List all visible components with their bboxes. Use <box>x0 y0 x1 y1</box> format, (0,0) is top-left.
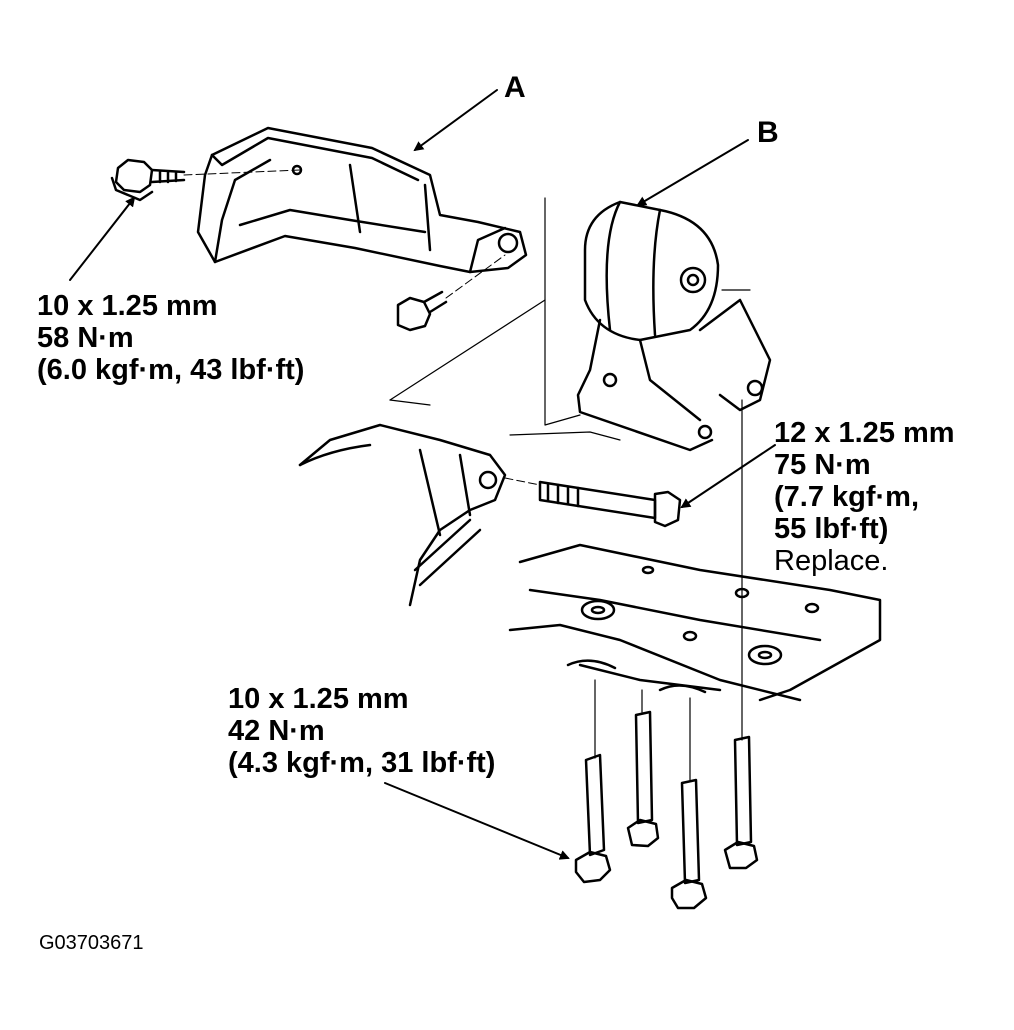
lower-bolts-spec: 10 x 1.25 mm 42 N·m (4.3 kgf·m, 31 lbf·f… <box>228 683 495 779</box>
arrow-through-bolt-spec <box>680 444 776 509</box>
through-bolt <box>504 477 682 528</box>
arrow-b <box>636 139 749 207</box>
spec-torque: 75 N·m <box>774 449 871 481</box>
lower-bolt-3 <box>670 697 708 910</box>
frame-bracket <box>298 423 507 607</box>
spec-torque-alt: (4.3 kgf·m, 31 lbf·ft) <box>228 747 496 779</box>
upper-left-flange-bolt <box>110 158 301 202</box>
spec-torque-alt: (6.0 kgf·m, 43 lbf·ft) <box>37 354 305 386</box>
bracket-a <box>196 126 528 274</box>
callout-a-label: A <box>504 71 526 104</box>
spec-torque-alt-cont: 55 lbf·ft) <box>774 513 889 545</box>
subframe <box>508 543 882 702</box>
mount-b <box>576 200 772 452</box>
arrow-a <box>413 89 498 152</box>
lower-bolt-2 <box>626 689 660 848</box>
lower-bolt-1 <box>574 679 612 884</box>
figure-code: G03703671 <box>39 932 144 954</box>
leader-arrows <box>69 89 776 860</box>
bracket-small-bolt <box>396 254 506 332</box>
spec-size: 10 x 1.25 mm <box>228 683 409 715</box>
arrow-lower-bolt-spec <box>384 782 570 860</box>
lower-bolt-4 <box>723 735 759 870</box>
spec-torque-alt: (7.7 kgf·m, <box>774 481 920 513</box>
spec-torque: 58 N·m <box>37 322 134 354</box>
spec-replace-note: Replace. <box>774 545 889 577</box>
upper-left-bolt-spec: 10 x 1.25 mm 58 N·m (6.0 kgf·m, 43 lbf·f… <box>37 290 304 386</box>
spec-size: 10 x 1.25 mm <box>37 290 218 322</box>
through-bolt-spec: 12 x 1.25 mm 75 N·m (7.7 kgf·m, 55 lbf·f… <box>774 417 955 577</box>
spec-size: 12 x 1.25 mm <box>774 417 955 449</box>
arrow-upper-left-spec <box>69 196 136 281</box>
callout-b-label: B <box>757 116 779 149</box>
spec-torque: 42 N·m <box>228 715 325 747</box>
alignment-guides <box>389 197 751 741</box>
